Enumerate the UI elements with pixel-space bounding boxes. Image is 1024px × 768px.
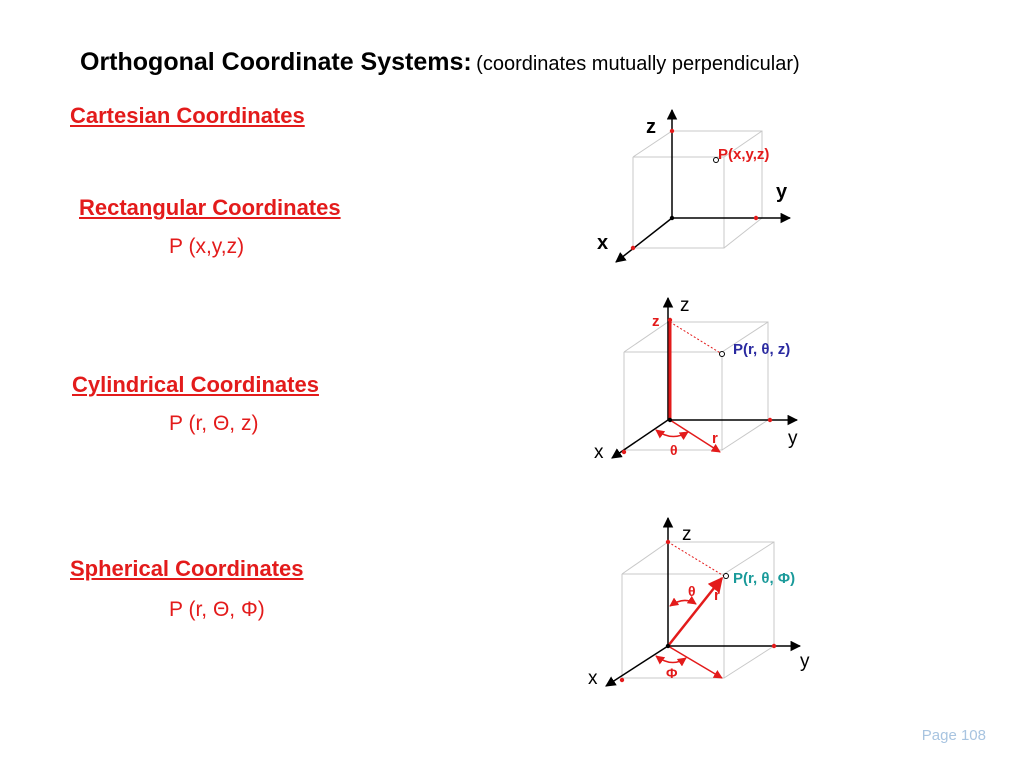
heading-cylindrical: Cylindrical Coordinates (72, 372, 319, 397)
cylindrical-x-dot (621, 449, 627, 455)
cartesian-point-label: P(x,y,z) (718, 146, 769, 163)
spherical-r-vector (667, 576, 723, 647)
cartesian-diagram: z y x P(x,y,z) (597, 108, 792, 263)
cylindrical-x-label: x (594, 442, 604, 463)
cylindrical-z-axis-label: z (680, 295, 690, 316)
spherical-x-axis (605, 645, 669, 687)
cylindrical-origin (667, 417, 673, 423)
cylindrical-y-dot (767, 417, 773, 423)
spherical-y-dot (771, 643, 777, 649)
notation-spherical: P (r, Θ, Φ) (169, 598, 265, 621)
spherical-phi-label: Φ (666, 665, 678, 681)
notation-cylindrical: P (r, Θ, z) (169, 412, 259, 435)
spherical-z-dot (665, 539, 671, 545)
spherical-z-to-p (667, 541, 725, 577)
cylindrical-z-component-label: z (652, 313, 660, 330)
spherical-r-label: r (714, 587, 720, 604)
spherical-theta-arc (669, 595, 697, 607)
spherical-z-label: z (682, 524, 692, 545)
cylindrical-theta-label: θ (670, 442, 678, 458)
cartesian-x-axis (615, 217, 673, 263)
title-subtitle: (coordinates mutually perpendicular) (476, 53, 800, 75)
title-main: Orthogonal Coordinate Systems: (80, 48, 472, 76)
cartesian-y-dot (753, 215, 759, 221)
spherical-box (621, 541, 775, 679)
cartesian-z-dot (669, 128, 675, 134)
spherical-origin (665, 643, 671, 649)
spherical-point-label: P(r, θ, Φ) (733, 570, 795, 587)
cylindrical-point (719, 351, 725, 357)
cartesian-z-label: z (646, 116, 656, 138)
cartesian-point (713, 157, 719, 163)
heading-rectangular: Rectangular Coordinates (79, 195, 341, 220)
cylindrical-r-label: r (712, 430, 718, 447)
notation-rectangular: P (x,y,z) (169, 235, 245, 258)
cartesian-y-label: y (776, 181, 788, 203)
spherical-projection-vector (667, 645, 723, 679)
cylindrical-z-to-p (669, 321, 723, 355)
spherical-x-label: x (588, 668, 598, 689)
cylindrical-y-label: y (788, 428, 798, 449)
cylindrical-z-dot (667, 317, 673, 323)
spherical-diagram: z y x θ r Φ P(r, θ, Φ) (588, 516, 810, 689)
spherical-phi-arc (655, 655, 687, 667)
cylindrical-box (623, 321, 769, 451)
heading-spherical: Spherical Coordinates (70, 556, 304, 581)
cartesian-box (632, 130, 763, 249)
slide-title: Orthogonal Coordinate Systems: (coordina… (80, 48, 980, 77)
cylindrical-point-label: P(r, θ, z) (733, 341, 790, 358)
cylindrical-diagram: z y x z r θ P(r, θ, z) (594, 295, 799, 463)
cylindrical-r-vector (669, 419, 721, 453)
spherical-y-label: y (800, 651, 810, 672)
cylindrical-theta-arc (655, 429, 689, 441)
cartesian-origin (669, 215, 675, 221)
cylindrical-x-axis (611, 419, 669, 459)
cartesian-x-label: x (597, 232, 608, 254)
spherical-theta-label: θ (688, 583, 696, 599)
spherical-point (723, 573, 729, 579)
spherical-x-dot (619, 677, 625, 683)
heading-cartesian: Cartesian Coordinates (70, 103, 305, 128)
cartesian-x-dot (630, 245, 636, 251)
page-number: Page 108 (921, 727, 986, 744)
